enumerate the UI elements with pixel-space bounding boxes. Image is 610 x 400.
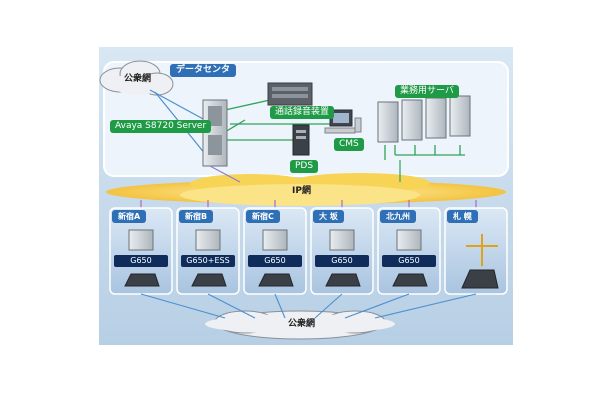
site-name-label: 新宿B bbox=[179, 210, 214, 223]
site-downlink bbox=[374, 293, 477, 319]
business-servers-icon bbox=[377, 95, 471, 143]
gateway-cabinet-icon bbox=[329, 229, 355, 251]
business-servers-label: 業務用サーバ bbox=[395, 85, 459, 98]
public-net-top-label: 公衆網 bbox=[124, 74, 152, 84]
phone-icon bbox=[124, 273, 160, 287]
gateway-label: G650 bbox=[114, 255, 168, 267]
phone-icon bbox=[461, 269, 499, 289]
site-downlink bbox=[207, 293, 256, 319]
phone-icon bbox=[325, 273, 361, 287]
pds-label: PDS bbox=[290, 160, 319, 173]
site-downlink bbox=[344, 293, 410, 319]
public-net-top-cloud bbox=[99, 60, 174, 96]
ip-to-dc-link bbox=[209, 165, 241, 183]
gateway-label: G650 bbox=[248, 255, 302, 267]
gateway-cabinet-icon bbox=[195, 229, 221, 251]
gateway-label: G650 bbox=[382, 255, 436, 267]
ip-net-label: IP網 bbox=[292, 186, 311, 196]
site-name-label: 札 幌 bbox=[447, 210, 478, 223]
server-label: Avaya S8720 Server bbox=[110, 120, 212, 133]
public-net-bottom-cloud bbox=[205, 310, 395, 340]
gateway-label: G650+ESS bbox=[181, 255, 235, 267]
public-net-bottom-label: 公衆網 bbox=[288, 319, 316, 329]
gateway-cabinet-icon bbox=[396, 229, 422, 251]
phone-icon bbox=[191, 273, 227, 287]
cms-label: CMS bbox=[334, 138, 364, 151]
pds-server-icon bbox=[292, 124, 310, 156]
phone-icon bbox=[392, 273, 428, 287]
site-panels bbox=[109, 200, 508, 295]
site-name-label: 新宿A bbox=[112, 210, 147, 223]
ip-network-cloud bbox=[106, 173, 506, 206]
site-name-label: 大 坂 bbox=[313, 210, 344, 223]
site-downlink bbox=[274, 293, 286, 319]
recorder-label: 通話録音装置 bbox=[270, 106, 335, 119]
site-name-label: 北九州 bbox=[380, 210, 416, 223]
s8720-server-icon bbox=[202, 99, 228, 167]
gateway-cabinet-icon bbox=[262, 229, 288, 251]
data-center-links bbox=[224, 99, 465, 160]
gateway-cabinet-icon bbox=[128, 229, 154, 251]
site-name-label: 新宿C bbox=[246, 210, 280, 223]
gateway-label: G650 bbox=[315, 255, 369, 267]
bottom-public-net-links bbox=[140, 293, 477, 319]
site-downlink bbox=[314, 293, 343, 319]
site-downlink bbox=[140, 293, 226, 319]
data-center-label: データセンタ bbox=[170, 64, 237, 77]
phone-icon bbox=[258, 273, 294, 287]
call-recorder-icon bbox=[267, 82, 313, 106]
